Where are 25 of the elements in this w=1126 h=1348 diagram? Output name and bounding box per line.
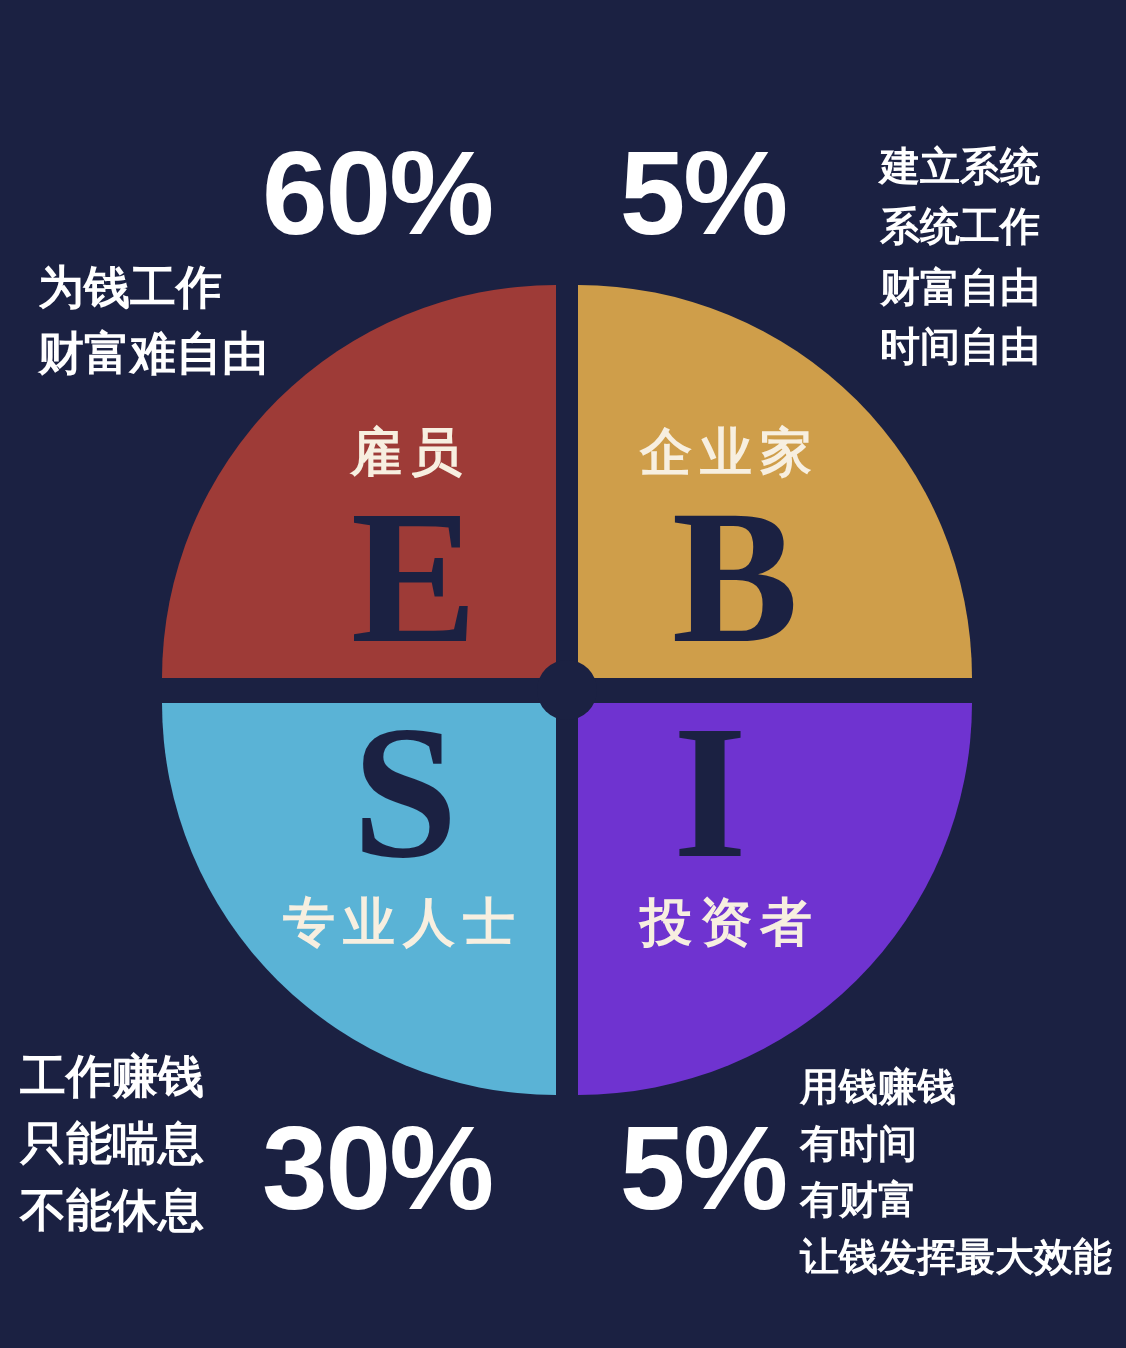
role-label: 雇员 — [350, 426, 470, 478]
description-text: 只能喘息 — [20, 1120, 204, 1166]
description-text: 为钱工作 — [38, 264, 222, 310]
description-text: 建立系统 — [880, 146, 1040, 186]
role-label: 企业家 — [640, 426, 820, 478]
description-text: 系统工作 — [880, 206, 1040, 246]
description-text: 财富难自由 — [38, 330, 268, 376]
description-text: 工作赚钱 — [20, 1053, 204, 1099]
quadrant-letter: I — [673, 697, 747, 887]
description-text: 财富自由 — [880, 267, 1040, 307]
role-label: 专业人士 — [283, 896, 523, 948]
description-text: 用钱赚钱 — [800, 1066, 956, 1106]
percentage-label: 60% — [261, 134, 493, 252]
description-text: 有时间 — [800, 1123, 917, 1163]
description-text: 不能休息 — [20, 1187, 204, 1233]
quadrant-letter: E — [350, 482, 478, 672]
quadrant-letter: B — [671, 482, 799, 672]
percentage-label: 5% — [619, 1109, 787, 1227]
quadrant-letter: S — [352, 697, 458, 887]
role-label: 投资者 — [640, 896, 820, 948]
description-text: 时间自由 — [880, 326, 1040, 366]
percentage-label: 5% — [619, 134, 787, 252]
description-text: 让钱发挥最大效能 — [800, 1236, 1112, 1276]
description-text: 有财富 — [800, 1179, 917, 1219]
percentage-label: 30% — [261, 1109, 493, 1227]
